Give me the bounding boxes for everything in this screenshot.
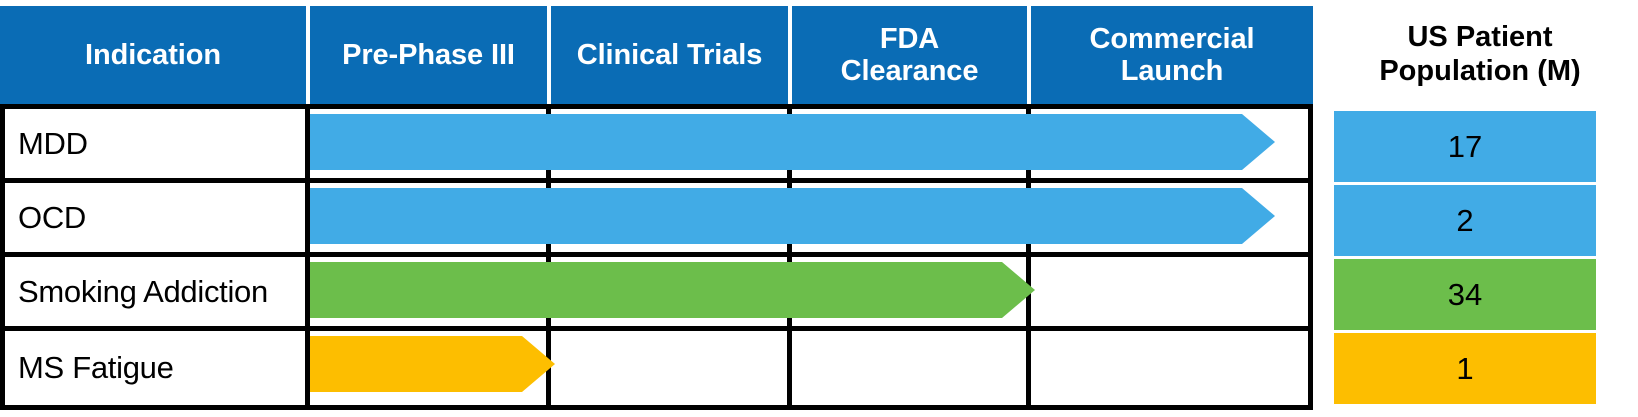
- cell-phase-track: [310, 109, 1308, 178]
- phase-divider: [787, 331, 792, 405]
- column-header-fda-clearance: FDA Clearance: [792, 6, 1031, 104]
- progress-arrow-mdd: [310, 114, 1275, 170]
- indication-label: MS Fatigue: [18, 350, 174, 385]
- phase-divider: [546, 331, 551, 405]
- phase-divider: [1026, 331, 1031, 405]
- phase-divider: [546, 109, 551, 178]
- population-header-line-1: US Patient: [1407, 20, 1553, 53]
- table-body: MDD: [0, 104, 1313, 410]
- progress-arrow-smoking-addiction: [310, 262, 1035, 318]
- population-value-label: 17: [1447, 128, 1483, 164]
- launch-line-2: Launch: [1120, 55, 1224, 87]
- column-header-indication-label: Indication: [85, 38, 221, 71]
- table-row: MDD: [5, 109, 1308, 183]
- progress-arrow-ocd: [310, 188, 1275, 244]
- cell-indication: MS Fatigue: [5, 331, 310, 405]
- indication-label: OCD: [18, 199, 86, 235]
- phase-divider: [787, 183, 792, 252]
- arrow-layer: [310, 109, 1308, 178]
- cell-phase-track: [310, 183, 1308, 252]
- table-row: OCD: [5, 183, 1308, 257]
- population-value-smoking-addiction: 34: [1334, 259, 1596, 330]
- us-patient-population-panel: US Patient Population (M) 17 2 34 1: [1330, 6, 1630, 410]
- column-header-indication: Indication: [0, 6, 310, 104]
- population-header-text: US Patient Population (M): [1379, 20, 1580, 88]
- arrow-layer: [310, 331, 1308, 405]
- column-header-commercial-launch: Commercial Launch: [1031, 6, 1313, 104]
- table-header-row: Indication Pre-Phase III Clinical Trials…: [0, 6, 1313, 104]
- population-value-ms-fatigue: 1: [1334, 333, 1596, 404]
- population-value-ocd: 2: [1334, 185, 1596, 256]
- population-value-label: 1: [1456, 350, 1474, 386]
- arrow-layer: [310, 183, 1308, 252]
- phase-divider: [787, 109, 792, 178]
- population-header-line-2: Population (M): [1379, 55, 1581, 87]
- population-panel-header: US Patient Population (M): [1330, 11, 1630, 97]
- table-row: MS Fatigue: [5, 331, 1308, 405]
- phase-divider: [1026, 183, 1031, 252]
- indication-label: MDD: [18, 125, 88, 161]
- phase-divider: [546, 183, 551, 252]
- fda-line-1: FDA: [879, 22, 940, 55]
- arrow-layer: [310, 257, 1308, 326]
- column-header-pre-phase-iii: Pre-Phase III: [310, 6, 551, 104]
- cell-phase-track: [310, 257, 1308, 326]
- phase-divider: [787, 257, 792, 326]
- population-value-label: 2: [1456, 202, 1474, 238]
- column-header-clinical-trials: Clinical Trials: [551, 6, 792, 104]
- phase-divider: [1026, 109, 1031, 178]
- launch-line-1: Commercial: [1089, 22, 1255, 55]
- fda-line-2: Clearance: [840, 55, 979, 87]
- table-row: Smoking Addiction: [5, 257, 1308, 331]
- cell-phase-track: [310, 331, 1308, 405]
- indication-label: Smoking Addiction: [18, 273, 268, 309]
- column-header-pre-phase-iii-label: Pre-Phase III: [342, 38, 515, 71]
- pipeline-table: Indication Pre-Phase III Clinical Trials…: [0, 6, 1313, 410]
- phase-divider: [546, 257, 551, 326]
- column-header-clinical-trials-label: Clinical Trials: [576, 38, 763, 71]
- phase-divider: [1026, 257, 1031, 326]
- population-value-mdd: 17: [1334, 111, 1596, 182]
- population-value-label: 34: [1447, 276, 1483, 312]
- column-header-fda-clearance-label: FDA Clearance: [841, 23, 979, 88]
- cell-indication: OCD: [5, 183, 310, 252]
- cell-indication: MDD: [5, 109, 310, 178]
- column-header-commercial-launch-label: Commercial Launch: [1089, 23, 1254, 88]
- progress-arrow-ms-fatigue: [310, 336, 555, 392]
- cell-indication: Smoking Addiction: [5, 257, 310, 326]
